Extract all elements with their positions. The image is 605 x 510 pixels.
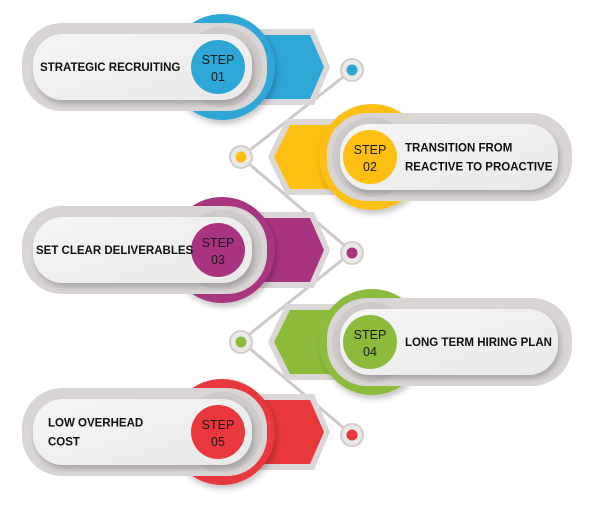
step-badge (191, 223, 245, 277)
step-label: TRANSITION FROM (405, 143, 512, 155)
connector-dot-core (235, 336, 247, 348)
step-number: 05 (211, 435, 225, 449)
step-5: STEP 05 LOW OVERHEAD COST (22, 379, 364, 485)
step-3: STEP 03 SET CLEAR DELIVERABLES (22, 197, 364, 303)
connector-dot-core (235, 151, 247, 163)
connector-dot-core (346, 429, 358, 441)
connector-dot-core (346, 247, 358, 259)
step-word: STEP (202, 53, 235, 67)
step-number: 01 (211, 70, 225, 84)
label-card (340, 124, 558, 190)
step-badge (191, 40, 245, 94)
step-badge (191, 405, 245, 459)
label-card (340, 309, 558, 375)
step-word: STEP (354, 328, 387, 342)
connector-dot-core (346, 64, 358, 76)
step-label: SET CLEAR DELIVERABLES (36, 245, 194, 257)
step-number: 03 (211, 253, 225, 267)
step-word: STEP (354, 143, 387, 157)
step-word: STEP (202, 236, 235, 250)
step-label: STRATEGIC RECRUITING (40, 62, 180, 74)
step-label: LOW OVERHEAD (48, 418, 143, 430)
step-4: STEP 04 LONG TERM HIRING PLAN (229, 289, 572, 395)
step-badge (343, 315, 397, 369)
step-label: COST (48, 437, 80, 449)
step-label: REACTIVE TO PROACTIVE (405, 162, 553, 174)
step-label: LONG TERM HIRING PLAN (405, 337, 552, 349)
step-badge (343, 130, 397, 184)
step-number: 02 (363, 160, 377, 174)
step-1: STEP 01 STRATEGIC RECRUITING (22, 14, 364, 120)
step-number: 04 (363, 345, 377, 359)
step-word: STEP (202, 418, 235, 432)
step-2: STEP 02 TRANSITION FROM REACTIVE TO PROACTI… (229, 104, 572, 210)
